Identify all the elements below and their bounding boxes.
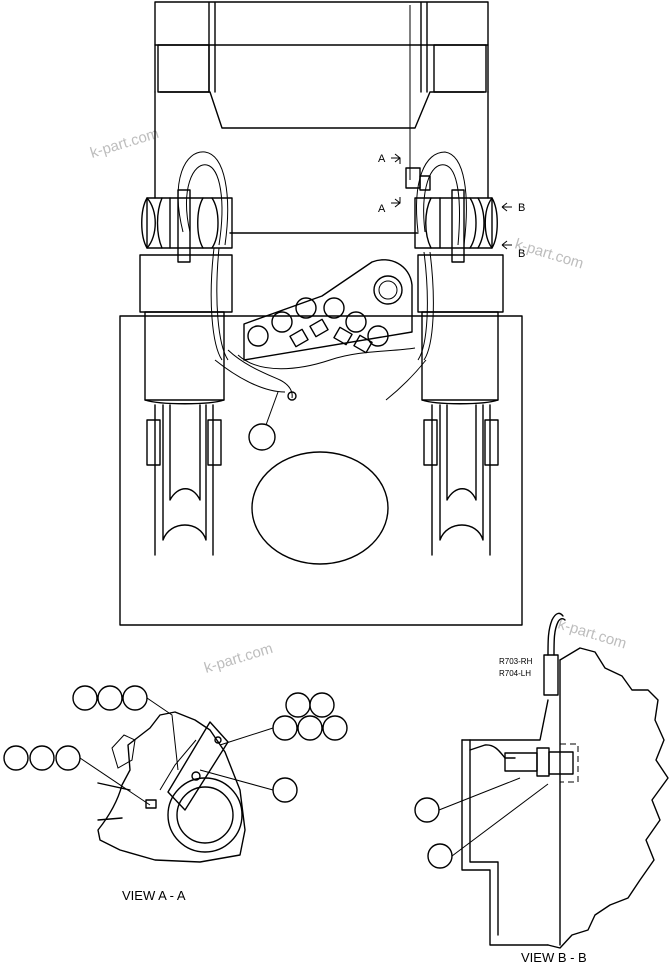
section-marker-b-lower: B xyxy=(518,248,525,260)
view-a-a-detail xyxy=(3,685,348,863)
main-assembly-view: A A B B xyxy=(119,1,525,626)
view-b-b-title: VIEW B - B xyxy=(521,950,587,964)
part-note-lh: R704-LH xyxy=(499,669,531,678)
watermark-top-left: k-part.com xyxy=(88,125,161,162)
callout-bubble-main xyxy=(248,423,276,451)
section-marker-b-upper: B xyxy=(518,202,525,214)
watermark-middle: k-part.com xyxy=(202,640,275,677)
watermark-bottom-right: k-part.com xyxy=(556,616,629,653)
part-note-rh: R703-RH xyxy=(499,657,533,666)
view-a-a-title: VIEW A - A xyxy=(122,888,186,903)
section-marker-a-lower: A xyxy=(378,203,386,215)
section-marker-a-upper: A xyxy=(378,153,386,165)
view-b-b-detail: R703-RH R704-LH xyxy=(414,612,669,949)
